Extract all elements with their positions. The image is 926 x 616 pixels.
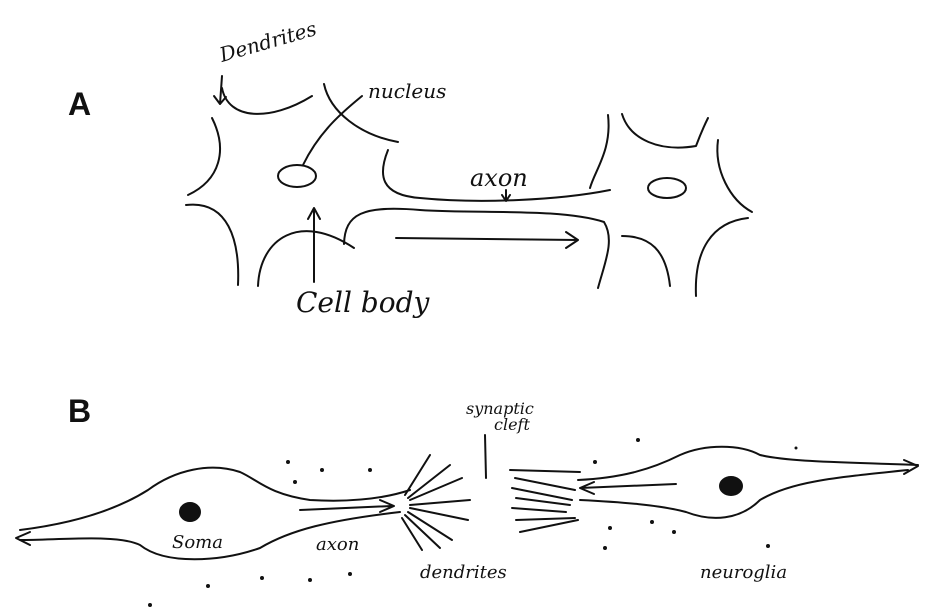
left-neuron-nucleus	[278, 165, 316, 187]
right-terminal-branches	[510, 470, 580, 532]
right-neuron-b-tail-arrow	[904, 460, 918, 474]
left-neuron-top-dendrite	[222, 88, 312, 114]
panel-b-drawing: synaptic cleft Soma axon dendrites neuro…	[16, 399, 918, 607]
left-neuron-b-tail-arrow	[16, 532, 30, 545]
left-neuron-bottom-left-dendrite	[186, 205, 238, 285]
synaptic-label-line2: cleft	[494, 415, 530, 434]
right-neuron-right-dendrite	[717, 140, 752, 212]
right-neuron-b-lower-outline	[580, 470, 908, 518]
nucleus-pointer-line	[303, 96, 362, 165]
right-neuron-bottom-dendrite	[622, 236, 670, 286]
axon-b-arrow	[300, 500, 394, 512]
panel-b-label: B	[68, 393, 91, 430]
axon-label-a: axon	[470, 164, 528, 192]
dendrites-label: Dendrites	[216, 16, 319, 67]
left-neuron-b-upper-outline	[20, 468, 410, 530]
right-neuron-bottom-right-dendrite	[696, 218, 748, 296]
cell-body-arrow	[308, 208, 320, 282]
axon-label-b: axon	[316, 534, 359, 555]
soma-label: Soma	[172, 532, 223, 553]
right-neuron-b-nucleus	[720, 477, 742, 495]
left-neuron-bottom-dendrite	[258, 231, 354, 286]
dendrites-label-b: dendrites	[420, 562, 507, 583]
panel-a-label: A	[68, 86, 91, 123]
right-neuron-top-left-dendrite	[590, 115, 609, 188]
axon-lower-edge	[344, 209, 609, 288]
right-neuron-top-right-dendrite	[622, 114, 708, 148]
right-neuron-nucleus	[648, 178, 686, 198]
dendrites-arrow	[214, 76, 226, 104]
axon-direction-arrow	[396, 232, 578, 248]
panel-a-drawing: Dendrites nucleus axon Cell body	[186, 16, 752, 319]
left-neuron-left-dendrite	[188, 118, 220, 195]
left-terminal-branches	[402, 455, 470, 550]
nucleus-label: nucleus	[368, 79, 446, 103]
synaptic-cleft-line	[485, 435, 486, 478]
cell-body-label: Cell body	[296, 286, 431, 319]
right-neuron-b-inner-arrow	[580, 482, 676, 494]
neuroglia-label: neuroglia	[700, 562, 787, 583]
soma-nucleus	[180, 503, 200, 521]
